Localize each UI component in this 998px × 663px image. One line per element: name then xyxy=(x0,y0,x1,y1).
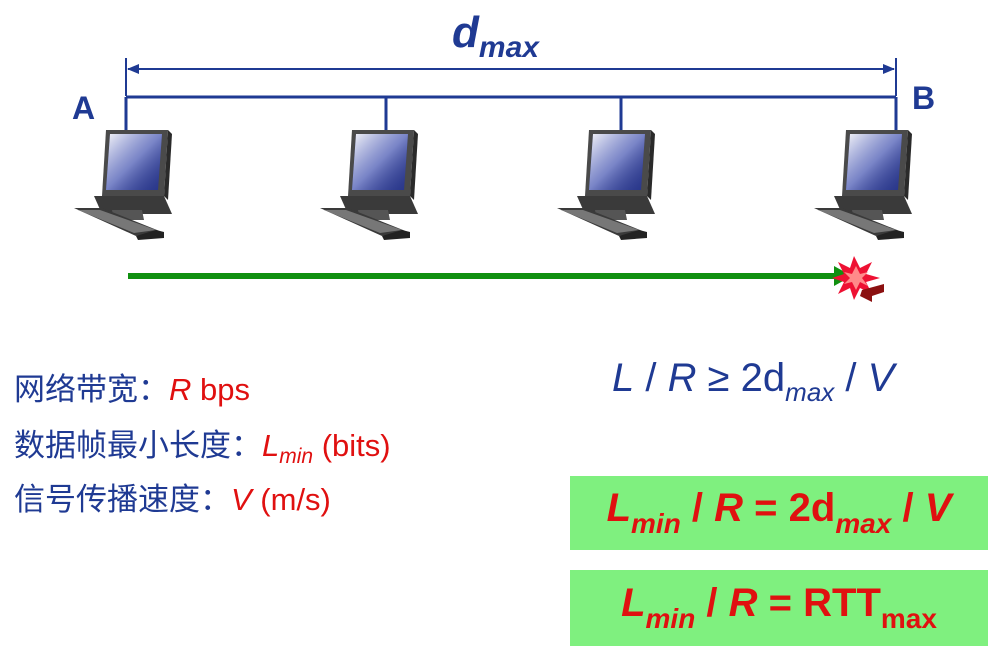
inequality-formula: L / R ≥ 2dmax / V xyxy=(612,356,895,407)
distance-label: dmax xyxy=(452,8,539,64)
computer-icon-3 xyxy=(557,130,655,240)
computer-icon-a xyxy=(74,130,172,240)
node-a-label: A xyxy=(72,90,96,126)
computer-icon-2 xyxy=(320,130,418,240)
computer-icon-b xyxy=(814,130,912,240)
collision-icon xyxy=(832,256,884,302)
bandwidth-param: 网络带宽：R bps xyxy=(14,372,250,408)
formula-box-rtt: Lmin / R = RTTmax xyxy=(570,570,988,646)
node-b-label: B xyxy=(912,80,936,116)
formula-box-min-frame: Lmin / R = 2dmax / V xyxy=(570,476,988,550)
speed-param: 信号传播速度：V (m/s) xyxy=(14,482,331,518)
frame-length-param: 数据帧最小长度：Lmin (bits) xyxy=(14,428,391,469)
